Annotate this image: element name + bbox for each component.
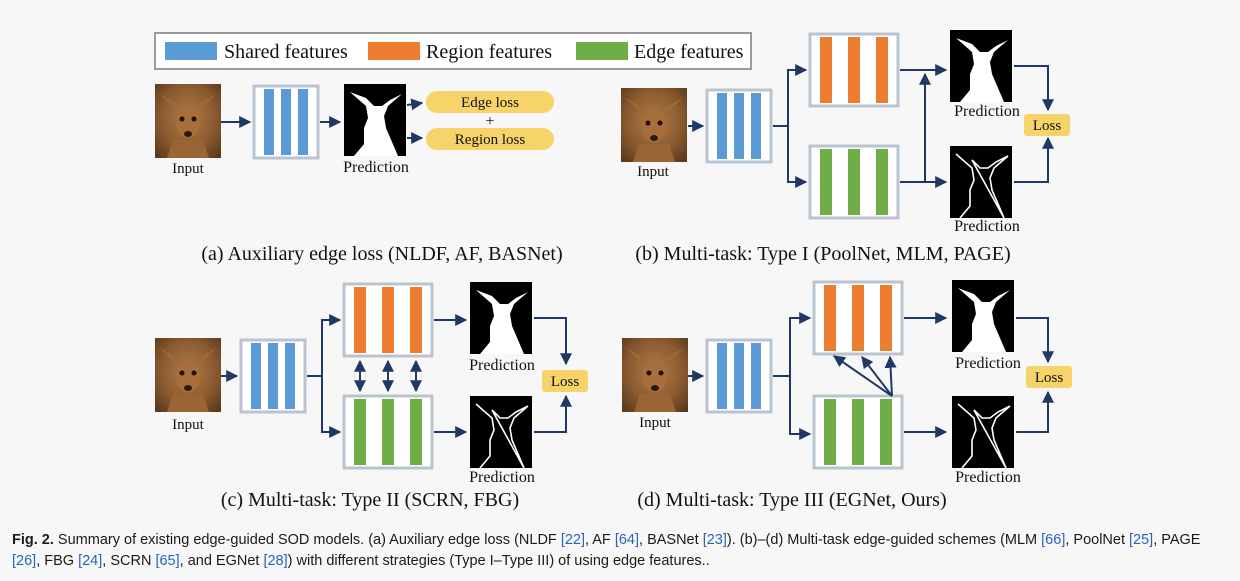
prediction-edge-map — [469, 395, 533, 469]
ref-link[interactable]: [25] — [1129, 532, 1154, 548]
ref-link[interactable]: [64] — [614, 532, 640, 548]
edge-loss-box — [426, 91, 554, 113]
prediction-label: Prediction — [343, 159, 409, 176]
input-image — [155, 338, 221, 412]
region-loss-box — [426, 128, 554, 150]
legend-shared-swatch — [165, 42, 217, 60]
prediction-label: Prediction — [469, 357, 535, 374]
input-image — [622, 338, 688, 412]
prediction-label: Prediction — [954, 103, 1020, 120]
prediction-label: Prediction — [469, 469, 535, 486]
legend-edge-swatch — [576, 42, 628, 60]
loss-box — [542, 370, 588, 392]
loss-label: Loss — [1033, 118, 1062, 134]
caption-text: Summary of existing edge-guided SOD mode… — [53, 532, 561, 548]
prediction-mask — [344, 84, 406, 156]
ref-link[interactable]: [26] — [12, 553, 37, 569]
input-label: Input — [637, 164, 669, 180]
panel-d: Input Prediction Prediction Loss (d) Mul… — [622, 280, 1072, 511]
prediction-label: Prediction — [955, 355, 1021, 372]
figure-diagram: Shared features Region features Edge fea… — [154, 30, 1072, 511]
input-image — [621, 88, 687, 162]
plus-sign: + — [485, 113, 494, 130]
ref-link[interactable]: [65] — [155, 553, 180, 569]
legend-region-label: Region features — [426, 41, 552, 63]
loss-box — [1026, 366, 1072, 388]
legend-shared-label: Shared features — [224, 41, 348, 63]
shared-features-block — [239, 338, 307, 414]
figure-number: Fig. 2. — [12, 532, 54, 548]
panel-a: Input Prediction Edge loss + Region loss… — [155, 84, 563, 265]
prediction-mask — [950, 30, 1012, 102]
ref-link[interactable]: [66] — [1041, 532, 1066, 548]
edge-loss-label: Edge loss — [461, 95, 519, 111]
panel-c: Input Prediction Prediction Loss (c) Mul… — [155, 282, 588, 511]
prediction-mask — [952, 280, 1014, 352]
prediction-label: Prediction — [955, 469, 1021, 486]
region-features-block — [342, 282, 434, 358]
ref-link[interactable]: [28] — [263, 553, 288, 569]
shared-features-block — [252, 84, 320, 160]
caption-text: , PoolNet — [1065, 532, 1130, 548]
legend: Shared features Region features Edge fea… — [154, 32, 752, 70]
input-label: Input — [172, 417, 204, 433]
caption-text: , SCRN — [102, 553, 156, 569]
loss-label: Loss — [1035, 370, 1064, 386]
ref-link[interactable]: [24] — [78, 553, 103, 569]
ref-link[interactable]: [22] — [560, 532, 585, 548]
edge-features-block — [342, 394, 434, 470]
region-loss-label: Region loss — [455, 132, 526, 148]
prediction-mask — [470, 282, 532, 354]
input-image — [155, 84, 221, 158]
caption-text: ) with different strategies (Type I–Type… — [287, 553, 710, 569]
panel-a-title: (a) Auxiliary edge loss (NLDF, AF, BASNe… — [201, 243, 562, 265]
loss-label: Loss — [551, 374, 580, 390]
edge-features-block — [808, 144, 900, 220]
caption-text: , FBG — [36, 553, 79, 569]
prediction-edge-map — [951, 395, 1015, 469]
panel-c-title: (c) Multi-task: Type II (SCRN, FBG) — [221, 489, 519, 511]
region-features-block — [812, 280, 904, 356]
loss-box — [1024, 114, 1070, 136]
ref-link[interactable]: [23] — [702, 532, 727, 548]
figure-caption: Fig. 2. Summary of existing edge-guided … — [12, 530, 1230, 572]
input-label: Input — [172, 161, 204, 177]
panel-b-title: (b) Multi-task: Type I (PoolNet, MLM, PA… — [635, 243, 1010, 265]
caption-text: , BASNet — [639, 532, 703, 548]
panel-b: Input Prediction Prediction Loss (b) Mul… — [621, 30, 1070, 265]
prediction-label: Prediction — [954, 218, 1020, 235]
shared-features-block — [705, 338, 773, 414]
edge-features-block — [812, 394, 904, 470]
prediction-edge-map — [949, 145, 1013, 219]
panel-d-title: (d) Multi-task: Type III (EGNet, Ours) — [637, 489, 946, 511]
legend-region-swatch — [368, 42, 420, 60]
shared-features-block — [705, 88, 773, 164]
caption-text: , and EGNet — [179, 553, 264, 569]
caption-text: , PAGE — [1153, 532, 1201, 548]
legend-edge-label: Edge features — [634, 41, 744, 63]
input-label: Input — [639, 415, 671, 431]
caption-text: ). (b)–(d) Multi-task edge-guided scheme… — [726, 532, 1042, 548]
region-features-block — [808, 32, 900, 108]
caption-text: , AF — [585, 532, 615, 548]
